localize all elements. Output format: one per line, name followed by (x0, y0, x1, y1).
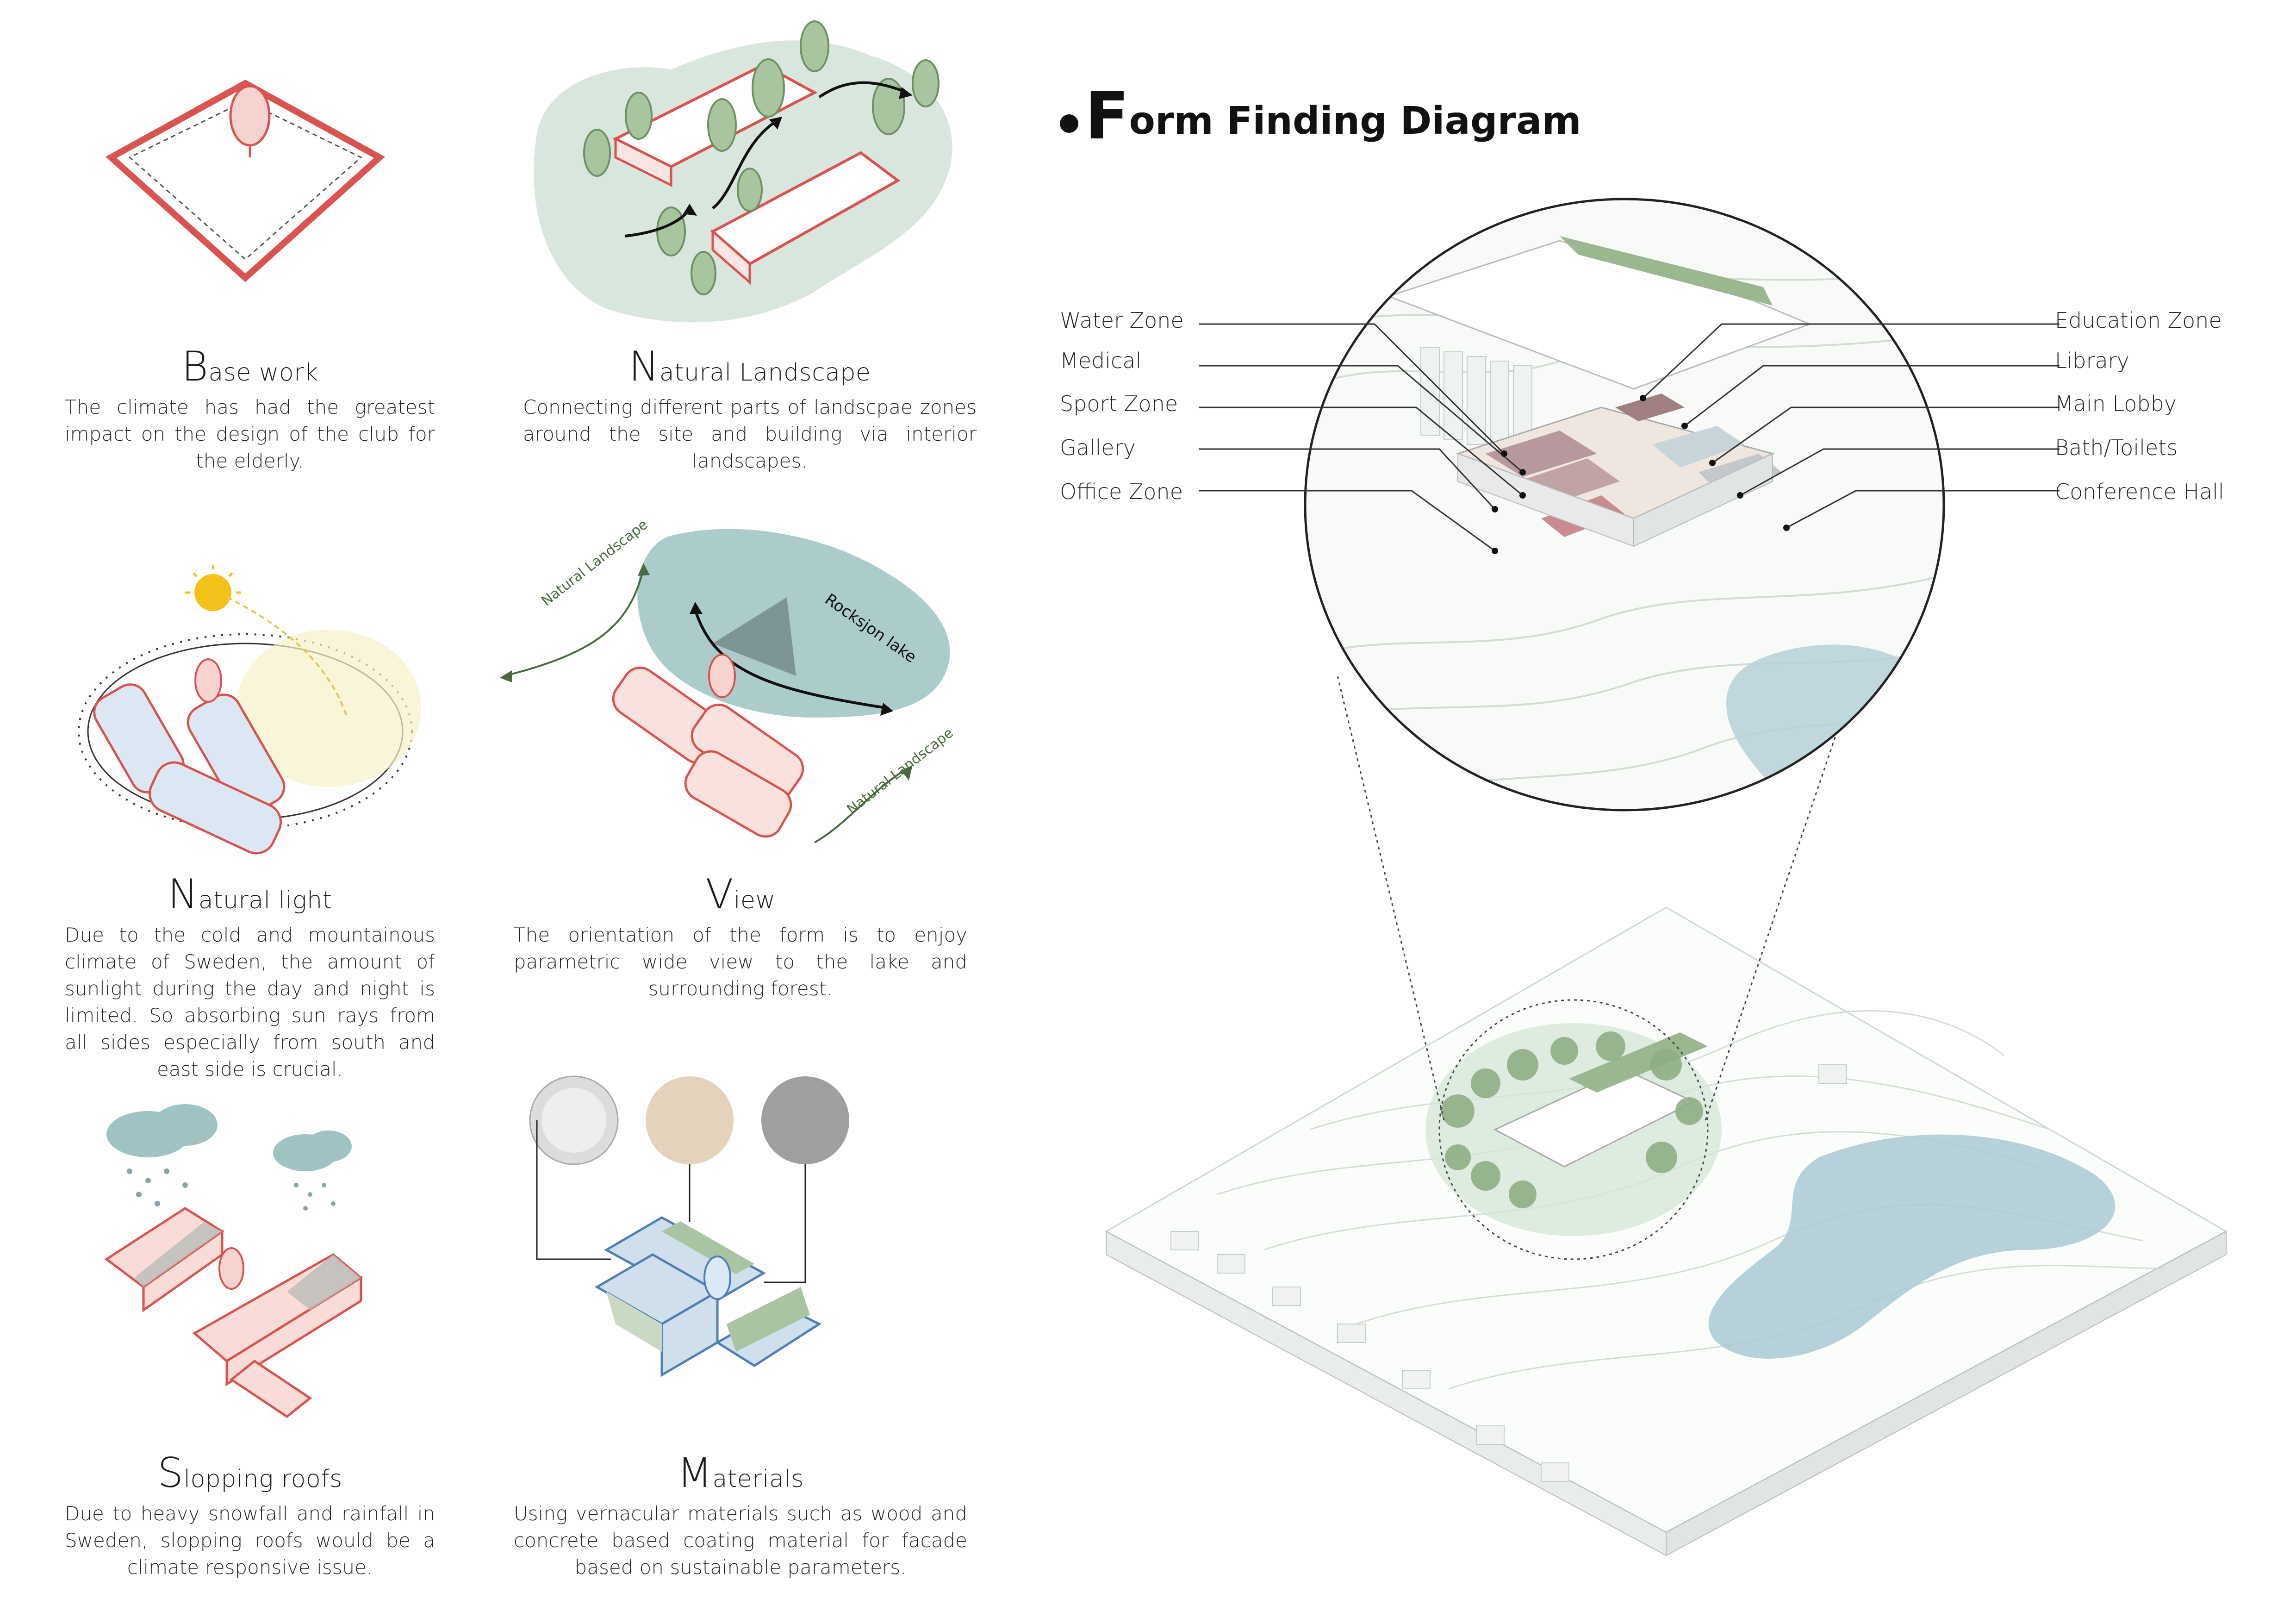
zone-label-library: Library (2055, 348, 2129, 373)
slopping-roofs-diagram (104, 1104, 363, 1418)
zoom-lake (1726, 644, 1944, 810)
raindrops (127, 1168, 336, 1211)
zone-block-education (1615, 394, 1685, 421)
panel-natural-landscape-caption: Natural Landscape Connecting different p… (523, 343, 977, 475)
rain-cloud-icon (106, 1104, 352, 1171)
zoom-line-left (1337, 675, 1445, 1121)
site-houses (1170, 1064, 1847, 1482)
tree-symbol (218, 1247, 244, 1290)
materials-diagram (529, 1075, 849, 1377)
panel-heading: Natural light (168, 870, 332, 918)
trees-group (583, 20, 940, 295)
bullet-dot-icon (1060, 114, 1078, 133)
page-title: Form Finding Diagram (1060, 79, 1581, 154)
sloped-building-blocks (104, 1207, 363, 1418)
tree-symbol (703, 1255, 731, 1300)
site-trees (1441, 1031, 1703, 1208)
zoom-circle-border (1304, 198, 1945, 812)
zone-label-education: Education Zone (2055, 308, 2222, 333)
setback-line (128, 100, 362, 260)
panel-text: Connecting different parts of landscpae … (523, 396, 977, 472)
panel-text: Due to heavy snowfall and rainfall in Sw… (65, 1502, 435, 1579)
material-wood-swatch (646, 1076, 734, 1164)
panel-view-caption: View The orientation of the form is to e… (514, 870, 967, 1002)
site-outline (105, 80, 386, 282)
zone-label-medical: Medical (1060, 348, 1142, 373)
natural-light-diagram (78, 565, 421, 855)
flow-arrow-3 (818, 81, 908, 99)
view-diagram: Rocksjon lake Natural Landscape Natural … (500, 517, 957, 843)
panel-materials-caption: Materials Using vernacular materials suc… (514, 1449, 967, 1581)
building-blocks-light (93, 683, 286, 855)
view-cone (713, 597, 796, 676)
tree-symbol (708, 654, 736, 698)
site-lake (1708, 1134, 2116, 1359)
zoom-line-right (1705, 675, 1857, 1121)
zone-block-bath (1652, 426, 1745, 468)
building-blocks-view (612, 666, 804, 838)
zone-label-conference-hall: Conference Hall (2055, 479, 2224, 504)
zone-label-main-lobby: Main Lobby (2055, 391, 2177, 416)
landscape-arrow-2 (814, 768, 908, 843)
tree-symbol (229, 85, 271, 147)
panel-heading: Slopping roofs (157, 1449, 342, 1497)
panel-heading: Materials (677, 1449, 804, 1497)
material-leader-lines (536, 1120, 806, 1283)
zone-label-gallery: Gallery (1060, 435, 1136, 460)
tree-symbol (194, 658, 222, 703)
base-work-diagram (105, 80, 386, 282)
natural-landscape-diagram (534, 20, 952, 323)
zone-label-water: Water Zone (1060, 308, 1184, 333)
landscape-arrow-1 (504, 569, 644, 677)
panel-text: The climate has had the greatest impact … (65, 396, 435, 472)
panel-heading: Base work (181, 343, 318, 390)
panel-text: The orientation of the form is to enjoy … (514, 924, 967, 1000)
zone-leader-lines (1199, 323, 2060, 554)
landscape-label-2: Natural Landscape (844, 725, 956, 818)
panel-natural-light-caption: Natural light Due to the cold and mounta… (65, 870, 435, 1083)
zoom-green-roof (1560, 236, 1773, 306)
site-plate-side-right (1666, 1230, 2227, 1556)
zone-label-bath-toilets: Bath/Toilets (2055, 435, 2178, 460)
sunlight-glow (236, 630, 421, 787)
panel-heading: View (705, 870, 776, 918)
panel-text: Using vernacular materials such as wood … (514, 1502, 967, 1579)
panel-slopping-roofs-caption: Slopping roofs Due to heavy snowfall and… (65, 1449, 435, 1581)
panel-base-work-caption: Base work The climate has had the greate… (65, 343, 435, 475)
material-concrete-swatch (761, 1076, 849, 1164)
zone-label-sport: Sport Zone (1060, 391, 1178, 416)
zoom-focus-circle (1438, 999, 1709, 1260)
zone-label-office: Office Zone (1060, 479, 1183, 504)
view-arrow (693, 606, 889, 710)
zone-block-water (1486, 431, 1597, 477)
sun-icon (194, 574, 231, 611)
flow-arrow-2 (712, 119, 778, 210)
site-axonometric (1104, 675, 2228, 1556)
panel-heading: Natural Landscape (628, 343, 871, 390)
site-building-green-roof (1569, 1032, 1708, 1093)
panel-text: Due to the cold and mountainous climate … (65, 924, 435, 1081)
